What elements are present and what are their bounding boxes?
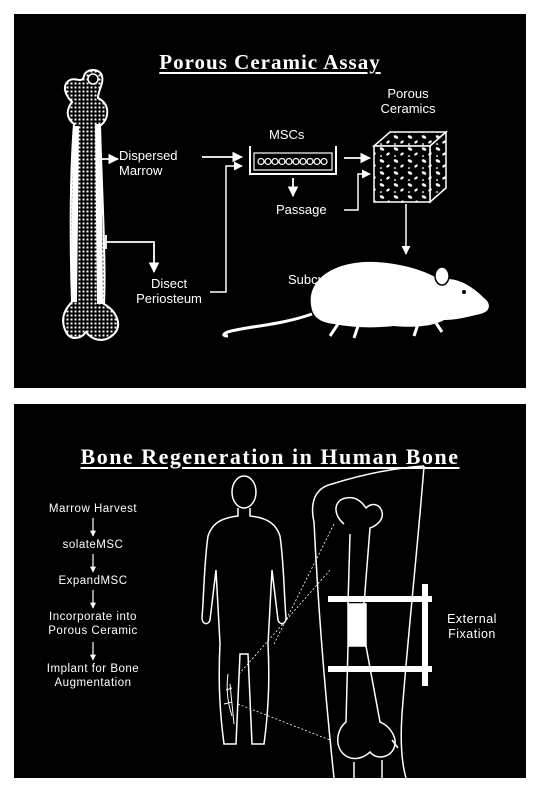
assay-title: Porous Ceramic Assay <box>14 50 526 75</box>
porous-ceramic-assay-panel: Porous Ceramic Assay Dispersed Marrow MS… <box>14 14 526 388</box>
step-marrow-harvest: Marrow Harvest <box>28 502 158 516</box>
dispersed-marrow-line-2: Marrow <box>119 163 178 178</box>
disect-periosteum-line-1: Disect <box>128 276 210 291</box>
step-isolate-msc: solateMSC <box>28 538 158 552</box>
external-fixation-label: External Fixation <box>440 612 504 642</box>
external-fixator-icon <box>328 584 432 686</box>
passage-label: Passage <box>276 202 327 217</box>
femur-graft-icon <box>336 498 398 778</box>
external-fixation-line-2: Fixation <box>440 627 504 642</box>
zoom-guide-lines <box>238 524 334 740</box>
disect-periosteum-line-2: Periosteum <box>128 291 210 306</box>
arrow-passage-to-ceramics <box>344 174 370 210</box>
arrow-periosteum-to-mscs <box>210 166 242 292</box>
human-figure-icon <box>202 476 286 744</box>
arrow-bone-to-periosteum <box>106 242 154 272</box>
disect-periosteum-label: Disect Periosteum <box>128 276 210 306</box>
leg-outline-icon <box>313 466 424 778</box>
mscs-label: MSCs <box>269 127 304 142</box>
dispersed-marrow-label: Dispersed Marrow <box>119 148 178 178</box>
subcutaneous-label: Subcutaneous <box>288 272 371 287</box>
bone-regeneration-title: Bone Regeneration in Human Bone <box>14 444 526 470</box>
culture-dish-icon <box>250 146 336 174</box>
bone-regeneration-panel: Bone Regeneration in Human Bone Marrow H… <box>14 404 526 778</box>
porous-ceramics-line-1: Porous <box>376 86 440 101</box>
porous-ceramics-line-2: Ceramics <box>376 101 440 116</box>
femur-bone-icon <box>63 70 118 340</box>
porous-ceramics-label: Porous Ceramics <box>376 86 440 116</box>
porous-ceramic-cube-icon <box>374 132 446 202</box>
dispersed-marrow-line-1: Dispersed <box>119 148 178 163</box>
step-expand-msc: ExpandMSC <box>28 574 158 588</box>
external-fixation-line-1: External <box>440 612 504 627</box>
step-implant-bone-augmentation: Implant for Bone Augmentation <box>28 662 158 690</box>
step-incorporate-porous-ceramic: Incorporate into Porous Ceramic <box>28 610 158 638</box>
